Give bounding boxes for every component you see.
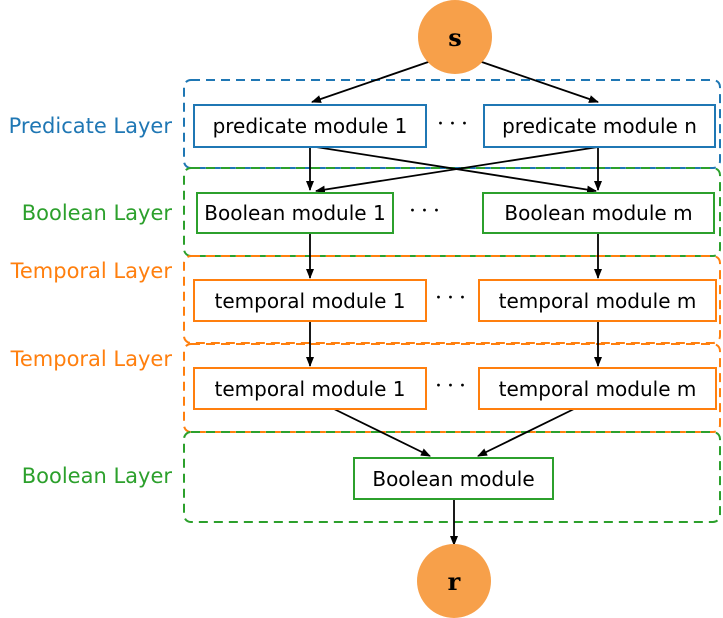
layer-label-temporal-1: Temporal Layer bbox=[10, 259, 172, 283]
boolean-module-final: Boolean module bbox=[353, 457, 554, 500]
temporal-module-m-b: temporal module m bbox=[478, 367, 717, 410]
arrow-predicate-n-to-boolean-1 bbox=[315, 146, 599, 194]
ellipsis-temporal-1: ··· bbox=[435, 286, 471, 311]
predicate-module-n: predicate module n bbox=[483, 104, 716, 148]
ellipsis-boolean: ··· bbox=[409, 199, 445, 224]
layer-label-predicate: Predicate Layer bbox=[8, 114, 172, 138]
ellipsis-predicate: ··· bbox=[437, 112, 473, 137]
boolean-module-final-label: Boolean module bbox=[372, 466, 535, 491]
predicate-module-1-label: predicate module 1 bbox=[212, 114, 408, 138]
output-node-label: r bbox=[447, 566, 461, 596]
boolean-module-m: Boolean module m bbox=[482, 192, 715, 234]
boolean-module-1-label: Boolean module 1 bbox=[204, 201, 386, 225]
input-node-label: s bbox=[448, 22, 462, 52]
temporal-module-1-a: temporal module 1 bbox=[193, 279, 427, 322]
output-node-r: r bbox=[417, 544, 491, 618]
boolean-module-m-label: Boolean module m bbox=[504, 201, 693, 225]
predicate-module-n-label: predicate module n bbox=[502, 114, 697, 138]
temporal-module-m-b-label: temporal module m bbox=[498, 376, 697, 401]
arrow-temporal-1b-to-boolean bbox=[333, 408, 431, 457]
layer-label-boolean-1: Boolean Layer bbox=[21, 201, 172, 225]
layer-label-temporal-2: Temporal Layer bbox=[10, 347, 172, 371]
arrow-s-to-predicate-1 bbox=[311, 59, 435, 103]
predicate-module-1: predicate module 1 bbox=[193, 104, 427, 148]
layer-frame-boolean-2 bbox=[183, 431, 721, 523]
temporal-module-1-b-label: temporal module 1 bbox=[214, 376, 406, 401]
ellipsis-temporal-2: ··· bbox=[435, 374, 471, 399]
temporal-module-1-b: temporal module 1 bbox=[193, 367, 427, 410]
temporal-module-m-a: temporal module m bbox=[478, 279, 717, 322]
arrow-s-to-predicate-n bbox=[475, 59, 599, 103]
temporal-module-m-a-label: temporal module m bbox=[498, 288, 697, 313]
arrow-temporal-mb-to-boolean bbox=[477, 408, 575, 457]
temporal-module-1-a-label: temporal module 1 bbox=[214, 288, 406, 313]
layer-label-boolean-2: Boolean Layer bbox=[21, 464, 172, 488]
input-node-s: s bbox=[418, 0, 492, 74]
boolean-module-1: Boolean module 1 bbox=[196, 192, 394, 234]
